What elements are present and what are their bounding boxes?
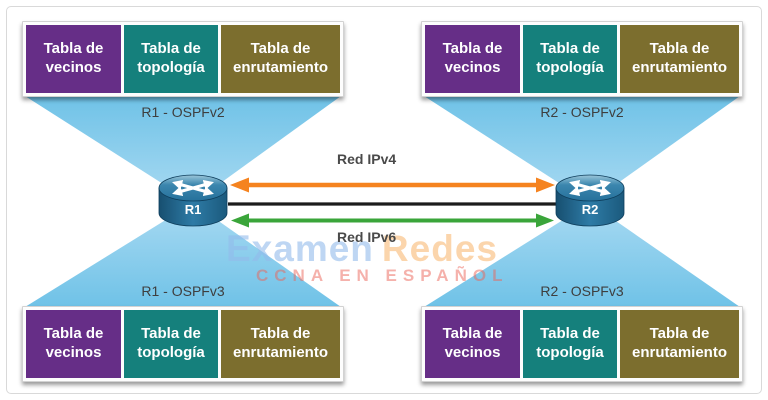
cell-label: Tabla de — [43, 40, 104, 58]
watermark-word1: Examen — [226, 228, 374, 269]
beam-top-right — [424, 96, 740, 203]
cell-label: Tabla de — [540, 40, 600, 58]
cell-label: Tabla de — [540, 325, 600, 343]
cell-label: enrutamiento — [232, 344, 328, 361]
beam-top-left — [25, 96, 341, 203]
beam-bottom-left — [25, 203, 341, 307]
cell-label: Tabla de — [141, 40, 201, 58]
cell-label: vecinos — [444, 59, 501, 76]
cell-label: Tabla de — [649, 325, 710, 343]
cell-label: vecinos — [45, 344, 102, 361]
cell-label: Tabla de — [250, 325, 311, 343]
ipv6-link-arrow — [231, 213, 554, 228]
router-arrows-glyph — [172, 179, 214, 197]
ipv4-link-label: Red IPv4 — [337, 151, 397, 167]
watermark-word2: Redes — [381, 228, 498, 269]
cell-label: vecinos — [444, 344, 501, 361]
cell-label: topología — [137, 59, 205, 76]
cell-label: vecinos — [45, 59, 102, 76]
cell-label: topología — [536, 344, 604, 361]
cell-label: topología — [137, 344, 205, 361]
router-r2-icon: R2 — [555, 174, 625, 227]
ipv6-link-label: Red IPv6 — [337, 229, 397, 245]
cell-label: Tabla de — [141, 325, 201, 343]
cell-label: Tabla de — [649, 40, 710, 58]
cell-label: Tabla de — [442, 325, 503, 343]
router-r2-label: R2 — [582, 202, 599, 217]
router-arrows-glyph — [569, 179, 611, 197]
watermark-subtitle: CCNA EN ESPAÑOL — [256, 266, 509, 285]
group-label-r2-ospfv3: R2 - OSPFv3 — [540, 283, 624, 299]
cell-label: topología — [536, 59, 604, 76]
cell-label: enrutamiento — [631, 59, 727, 76]
router-r1-label: R1 — [185, 202, 202, 217]
cell-label: enrutamiento — [232, 59, 328, 76]
cell-label: enrutamiento — [631, 344, 727, 361]
group-label-r2-ospfv2: R2 - OSPFv2 — [540, 104, 624, 120]
cell-label: Tabla de — [250, 40, 311, 58]
router-r1-icon: R1 — [158, 174, 228, 227]
cell-label: Tabla de — [442, 40, 503, 58]
group-label-r1-ospfv2: R1 - OSPFv2 — [141, 104, 225, 120]
group-label-r1-ospfv3: R1 - OSPFv3 — [141, 283, 225, 299]
cell-label: Tabla de — [43, 325, 104, 343]
beam-bottom-right — [424, 203, 740, 307]
ipv4-link-arrow — [230, 177, 555, 193]
